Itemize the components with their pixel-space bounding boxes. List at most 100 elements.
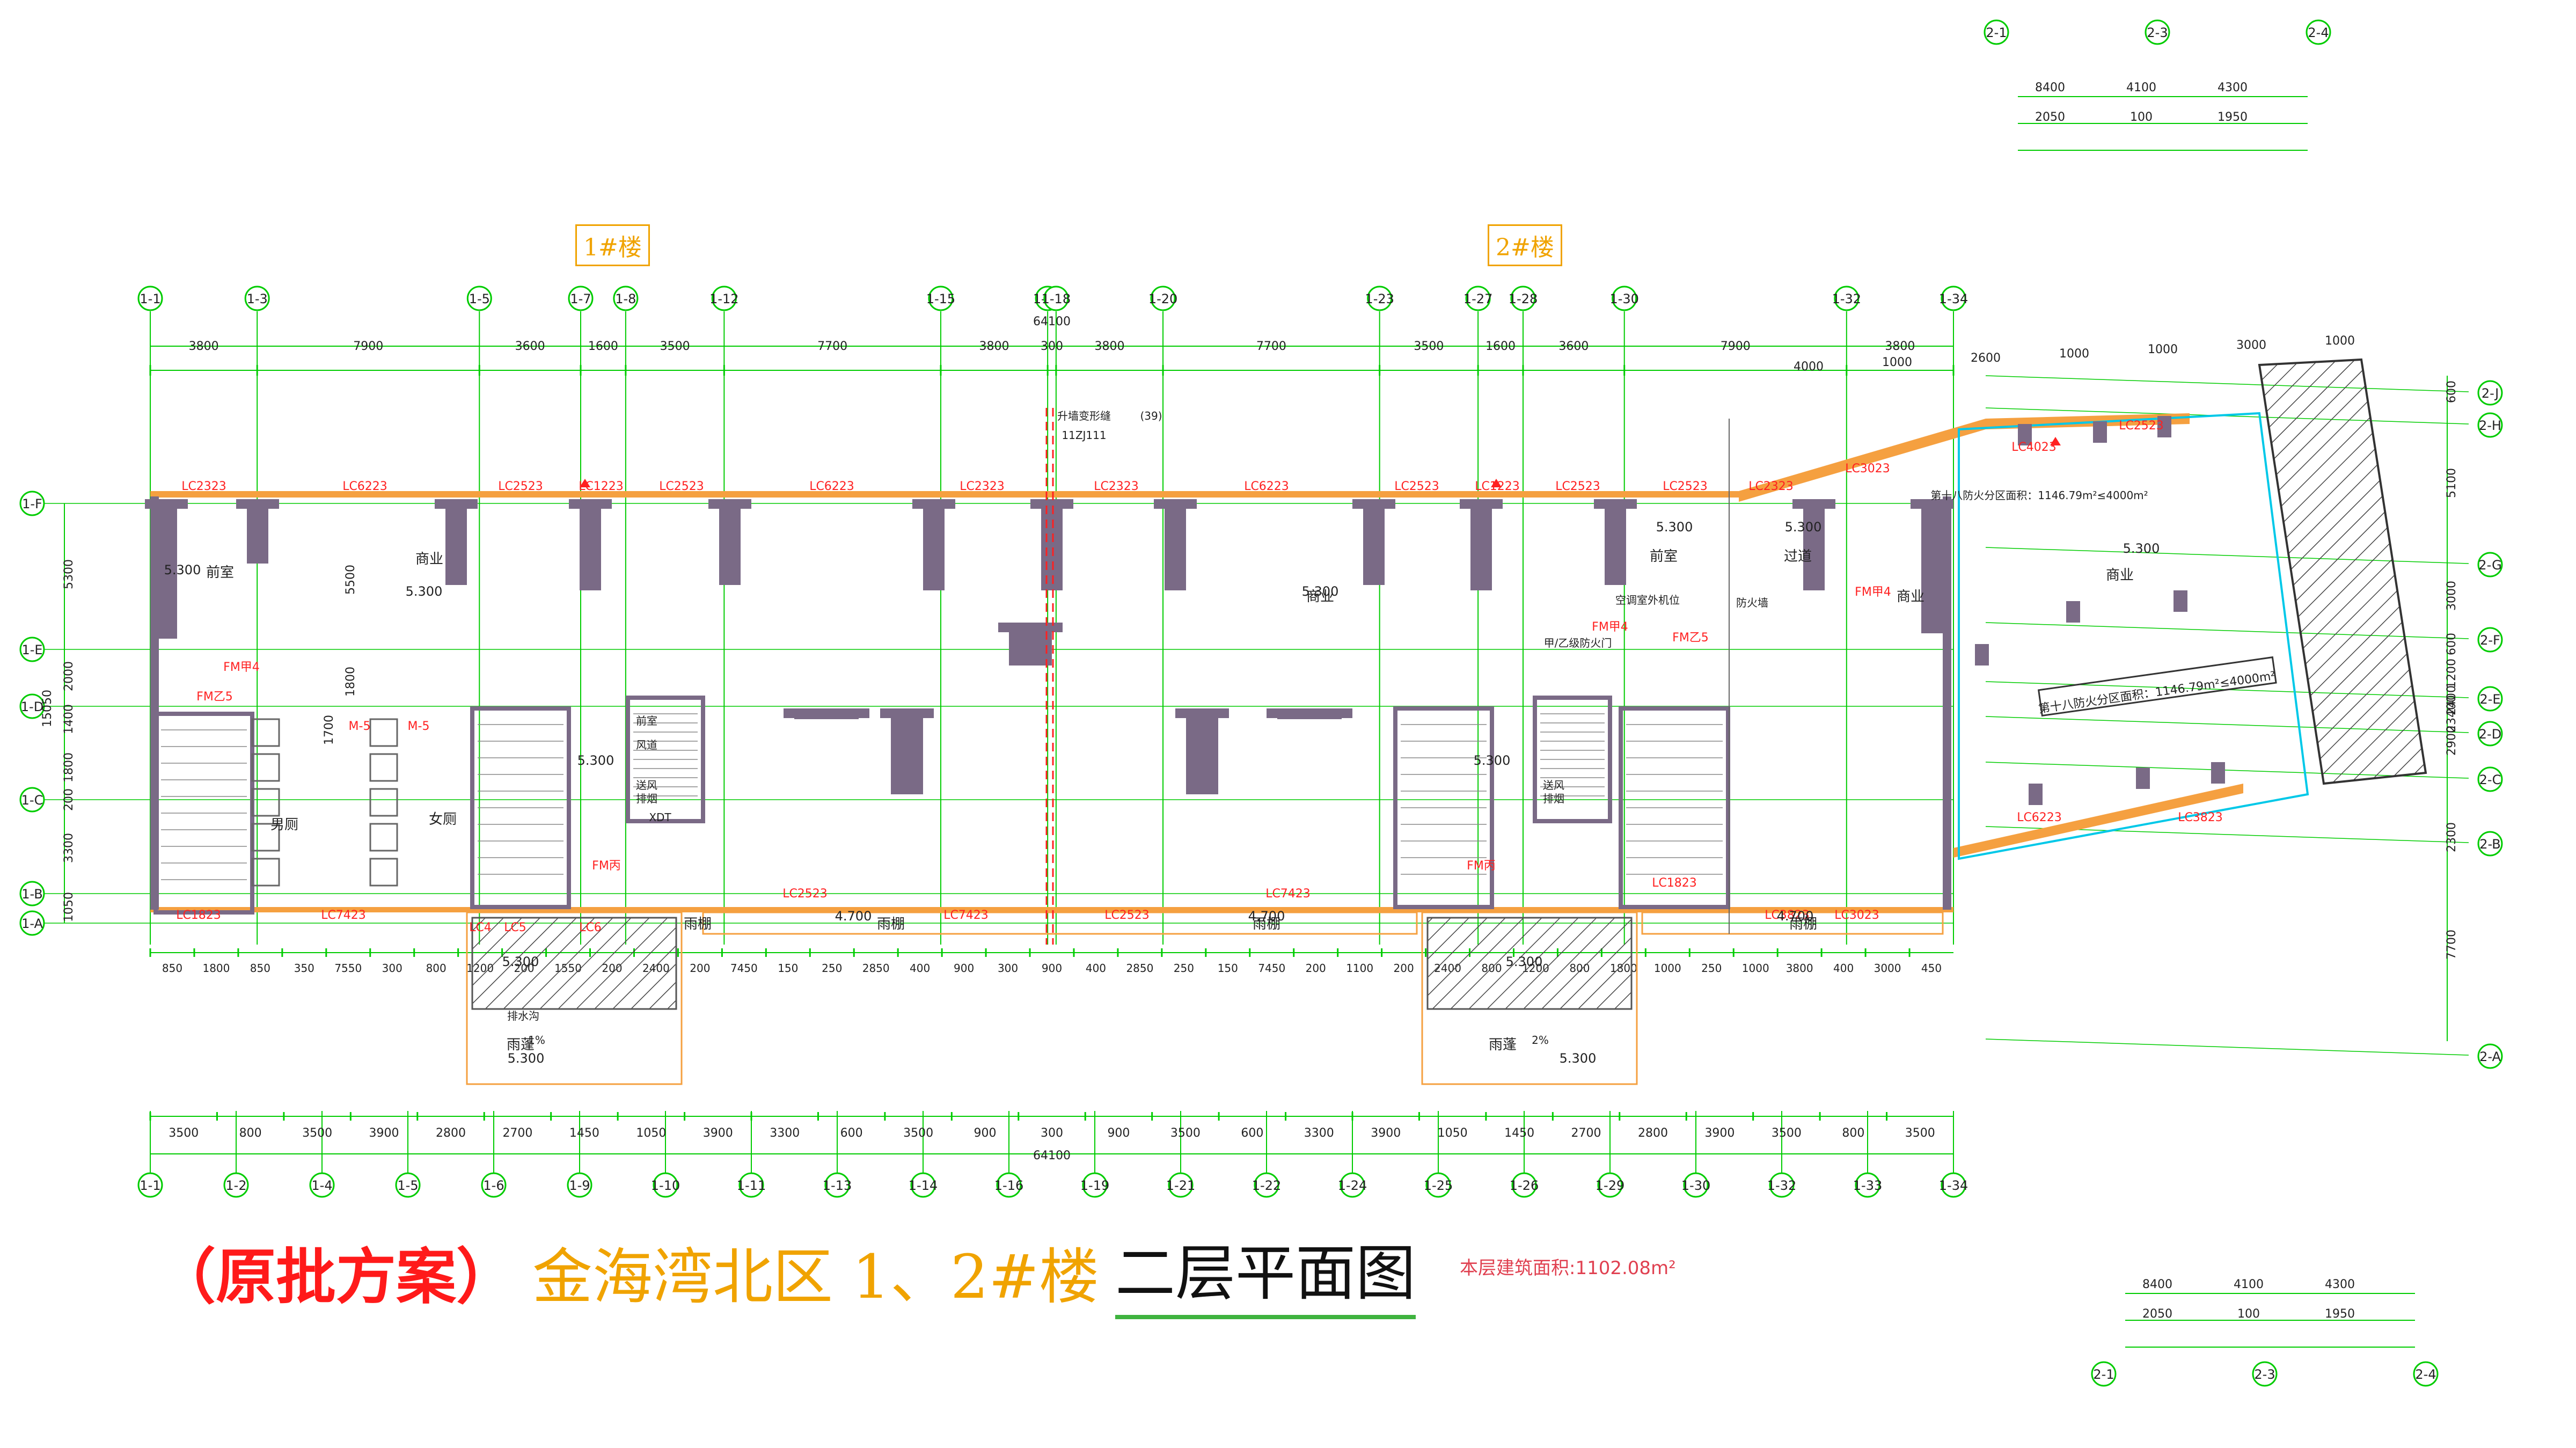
door-label-5: M-5 (349, 720, 371, 733)
room-label-7: 男厕 (270, 817, 298, 833)
axis-bubble-top-4-label: 1-8 (615, 291, 636, 306)
axis-bubble-top-9 (1150, 286, 1176, 311)
window-label-14: LC3023 (1845, 462, 1890, 476)
column-10 (1605, 499, 1626, 585)
window-band-bottom-skew (1953, 784, 2243, 858)
column-cap-6 (1030, 499, 1073, 509)
column-cap-14 (1175, 708, 1229, 718)
axis-bubble-top-6-label: 1-15 (926, 291, 955, 306)
ac-platform-right (1426, 917, 1633, 1010)
axis-bubble-top-6 (928, 286, 954, 311)
dim-top-7: 300 (1041, 340, 1063, 353)
corner-dim-1-1: 4100 (2234, 1278, 2264, 1291)
dim-top-5: 7700 (817, 340, 847, 353)
east-column-5 (2174, 590, 2187, 612)
red-marker-0 (580, 479, 590, 487)
window-label-20: LC7423 (943, 909, 989, 922)
dim-right-top-5: 3000 (2236, 339, 2266, 352)
axis-bubble-top-11 (1465, 286, 1491, 311)
axis-bubble-bottom-18-label: 1-30 (1681, 1178, 1710, 1193)
axis-bubble-top-10 (1367, 286, 1393, 311)
axis-bubble-top-3 (568, 286, 594, 311)
dim-bottom-2-19: 300 (998, 962, 1018, 975)
door-label-4: FM甲4 (1855, 586, 1891, 599)
structure-layer (145, 358, 2427, 1085)
dim-bottom-2-27: 1100 (1346, 962, 1373, 975)
axis-bubble-bottom-6 (653, 1172, 678, 1198)
axis-bubble-top-12-label: 1-28 (1509, 291, 1538, 306)
window-label-23: LC1823 (1652, 876, 1697, 890)
dim-bottom-2-2: 850 (250, 962, 270, 975)
dim-bottom-2-38: 400 (1833, 962, 1854, 975)
column-12 (1921, 499, 1943, 633)
axis-bubble-bottom-19-label: 1-32 (1767, 1178, 1796, 1193)
axis-bubble-right-8 (2477, 1043, 2503, 1069)
axis-bubble-right-6 (2477, 766, 2503, 792)
column-13 (891, 708, 923, 794)
elevation-14: 5.300 (1560, 1051, 1597, 1066)
window-label-13: LC2323 (1748, 480, 1794, 493)
window-label-8: LC6223 (1244, 480, 1289, 493)
dim-bottom-2-37: 3800 (1786, 962, 1813, 975)
axis-bubble-bottom-14 (1340, 1172, 1365, 1198)
dim-bottom-1-16: 600 (1241, 1127, 1263, 1140)
dim-bottom-2-16: 2850 (862, 962, 890, 975)
elevation-2: 5.300 (1302, 584, 1339, 599)
axis-bubble-top-1 (244, 286, 270, 311)
window-label-0: LC2323 (181, 480, 226, 493)
axis-bubble-left-2-label: 1-D (21, 699, 43, 714)
axis-bubble-bottom-10 (996, 1172, 1022, 1198)
dim-bottom-1-20: 1450 (1504, 1127, 1534, 1140)
dim-top-14: 3800 (1885, 340, 1915, 353)
axis-bubble-bottom-11 (1082, 1172, 1108, 1198)
dim-right-5: 2400 (2445, 685, 2458, 715)
note-3: 第十八防火分区面积：1146.79m²≤4000m² (1930, 489, 2148, 502)
corner-dim-0-4: 100 (2130, 111, 2153, 124)
column-3 (580, 499, 601, 590)
axis-bubble-bottom-2 (309, 1172, 335, 1198)
dim-bottom-2-21: 400 (1086, 962, 1106, 975)
axis-bubble-bottom-15-label: 1-25 (1424, 1178, 1453, 1193)
canopy-middle (702, 911, 1418, 935)
room-label-13: 雨蓬 (507, 1037, 535, 1053)
dim-top-9: 7700 (1256, 340, 1286, 353)
window-label-21: LC2523 (1104, 909, 1150, 922)
column-1 (247, 499, 268, 564)
door-label-8: FM丙 (1467, 859, 1496, 873)
dim-top-4: 3500 (660, 340, 690, 353)
dim-top-6: 3800 (979, 340, 1009, 353)
axis-bubble-bottom-10-label: 1-16 (994, 1178, 1023, 1193)
fire-zone-box (2037, 656, 2277, 717)
red-marker-2 (2050, 437, 2061, 445)
axis-bubble-bottom-7 (738, 1172, 764, 1198)
dim-bottom-1-24: 3500 (1772, 1127, 1802, 1140)
axis-bubble-bottom-6-label: 1-10 (651, 1178, 680, 1193)
window-band-bottom (150, 907, 1953, 912)
shaft-label-5: 送风 (1543, 779, 1564, 792)
dim-bottom-1-23: 3900 (1704, 1127, 1735, 1140)
window-label-28: LC4 (469, 921, 492, 934)
axis-bubble-top-2-label: 1-5 (469, 291, 490, 306)
axis-bubble-right-1-label: 2-H (2479, 418, 2501, 433)
column-4 (719, 499, 741, 585)
dim-bottom-1-1: 800 (239, 1127, 262, 1140)
axis-bubble-right-3 (2477, 627, 2503, 653)
axis-bubble-bottom-12 (1168, 1172, 1194, 1198)
column-cap-1 (236, 499, 279, 509)
axis-bubble-bottom-16 (1511, 1172, 1537, 1198)
dim-right-1: 5100 (2445, 468, 2458, 498)
core-5 (1619, 706, 1730, 909)
axis-bubble-right-8-label: 2-A (2479, 1049, 2501, 1064)
caption-sheet-title: 二层平面图 (1115, 1225, 1416, 1319)
column-cap-17 (1267, 708, 1352, 718)
dim-left-6: 1050 (62, 892, 76, 922)
dim-right-9: 7700 (2445, 930, 2458, 960)
note-0: 升墙变形缝 (1057, 409, 1111, 422)
column-cap-7 (1154, 499, 1197, 509)
dim-right-top-3: 1000 (2059, 347, 2089, 361)
corner-axis-0-2 (2306, 19, 2331, 45)
room-label-10: 雨棚 (1253, 916, 1280, 932)
axis-bubble-bottom-20-label: 1-33 (1853, 1178, 1882, 1193)
axis-bubble-bottom-0 (137, 1172, 163, 1198)
axis-bubble-left-1-label: 1-E (21, 642, 42, 657)
